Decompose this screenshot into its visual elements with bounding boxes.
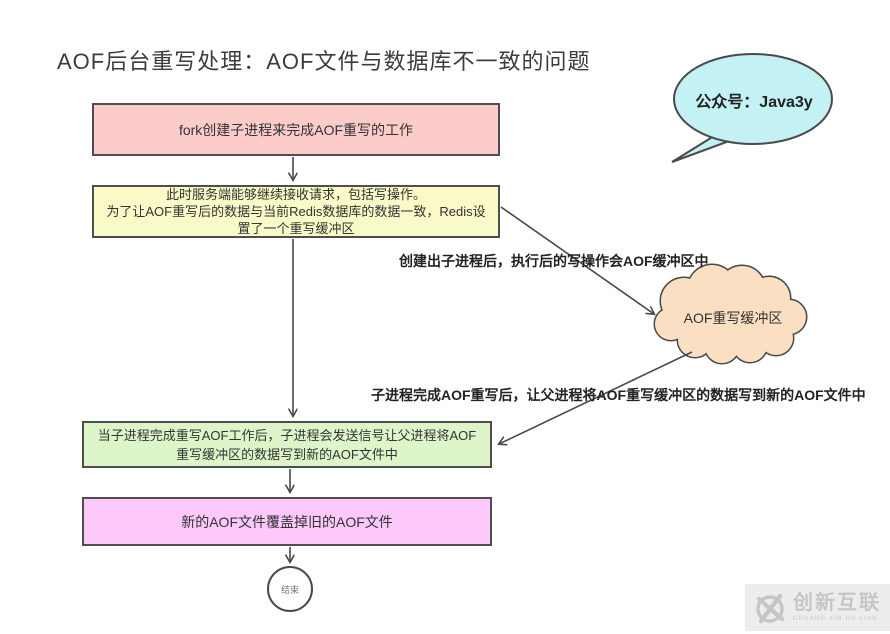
- page-title: AOF后台重写处理：AOF文件与数据库不一致的问题: [57, 49, 591, 74]
- end-node-label: 结束: [280, 585, 299, 595]
- arrow-buffer-to-cloud: [500, 206, 654, 314]
- flow-node-signal-parent: 当子进程完成重写AOF工作后，子进程会发送信号让父进程将AOF 重写缓冲区的数据…: [82, 421, 492, 468]
- cloud-shape: [653, 263, 808, 365]
- flow-node-overwrite-old-file: 新的AOF文件覆盖掉旧的AOF文件: [82, 497, 492, 546]
- bubble-body: [673, 53, 833, 145]
- bubble-label: 公众号：Java3y: [695, 94, 813, 111]
- flow-node-fork: fork创建子进程来完成AOF重写的工作: [92, 103, 500, 156]
- flow-node-rewrite-buffer-setup: 此时服务端能够继续接收请求，包括写操作。 为了让AOF重写后的数据与当前Redi…: [92, 185, 500, 238]
- end-node-circle: [267, 566, 313, 612]
- watermark-cn-text: 创新互联: [793, 592, 881, 614]
- cloud-label: AOF重写缓冲区: [683, 310, 783, 326]
- watermark-en-text: CHUANG XIN HU LIAN: [793, 616, 878, 622]
- watermark-logo-icon: [756, 593, 785, 623]
- annotation-parent-writes-buffer: 子进程完成AOF重写后，让父进程将AOF重写缓冲区的数据写到新的AOF文件中: [371, 387, 866, 403]
- annotation-write-ops-to-buffer: 创建出子进程后，执行后的写操作会AOF缓冲区中: [399, 253, 709, 269]
- watermark: 创新互联 CHUANG XIN HU LIAN: [745, 584, 890, 631]
- speech-bubble: [671, 53, 833, 163]
- arrow-cloud-to-signal: [499, 351, 693, 444]
